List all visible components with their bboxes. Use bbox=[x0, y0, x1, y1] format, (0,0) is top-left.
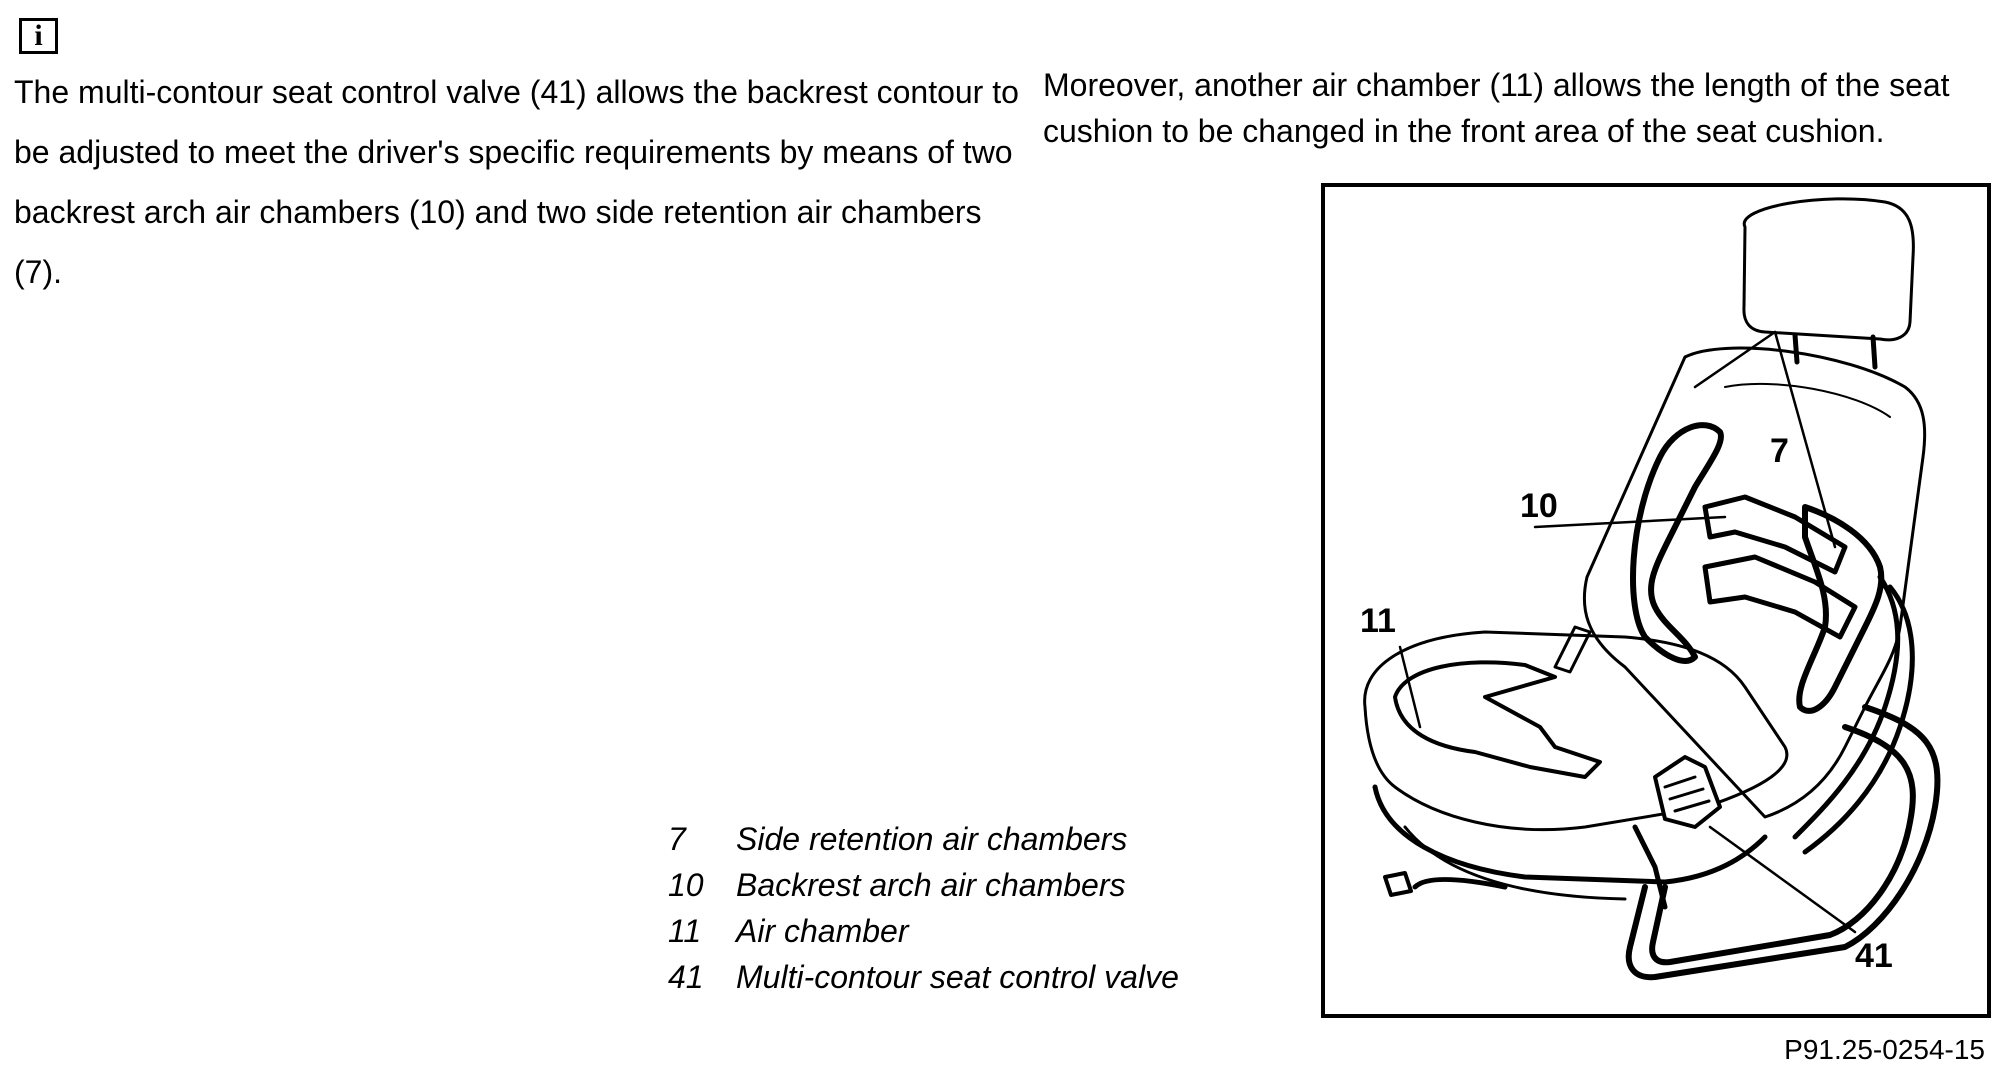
description-right: Moreover, another air chamber (11) allow… bbox=[1043, 67, 1950, 149]
leader-line-41 bbox=[1708, 825, 1857, 934]
backrest-outer bbox=[1582, 346, 1927, 819]
leader-line-7 bbox=[1693, 330, 1777, 389]
headrest bbox=[1742, 197, 1915, 342]
control-valve bbox=[1653, 755, 1722, 829]
callout-10: 10 bbox=[1520, 487, 1558, 525]
air-tube bbox=[1802, 584, 1915, 855]
legend-item: 11 Air chamber bbox=[668, 908, 1179, 954]
description-left: The multi-contour seat control valve (41… bbox=[14, 74, 1019, 290]
seat-cushion bbox=[1363, 630, 1789, 832]
legend-item: 7 Side retention air chambers bbox=[668, 816, 1179, 862]
legend-number: 10 bbox=[668, 867, 704, 903]
arch-chamber-upper bbox=[1702, 494, 1848, 575]
info-icon-glyph: i bbox=[34, 19, 43, 52]
legend-label: Backrest arch air chambers bbox=[736, 867, 1126, 903]
leader-line-11 bbox=[1398, 645, 1422, 729]
air-tube-loop bbox=[1649, 724, 1916, 966]
cushion-chamber bbox=[1393, 660, 1602, 779]
headrest-post bbox=[1792, 332, 1878, 370]
figure-code: P91.25-0254-15 bbox=[1784, 1034, 1985, 1065]
legend-number: 41 bbox=[668, 959, 704, 995]
legend-label: Side retention air chambers bbox=[736, 821, 1128, 857]
arch-chamber-lower bbox=[1702, 554, 1858, 640]
side-chamber-left bbox=[1630, 422, 1724, 664]
control-valve-detail bbox=[1663, 775, 1711, 813]
seat-frame bbox=[1372, 784, 1768, 885]
air-tube bbox=[1792, 574, 1901, 840]
leader-line-7 bbox=[1773, 330, 1837, 549]
info-icon: i bbox=[19, 18, 58, 54]
legend-label: Multi-contour seat control valve bbox=[736, 959, 1179, 995]
leader-line-10 bbox=[1533, 515, 1727, 529]
seat-illustration: 7 10 11 41 bbox=[1321, 183, 1991, 1018]
side-chamber-right bbox=[1796, 504, 1885, 714]
air-tube-loop bbox=[1625, 704, 1941, 981]
legend-number: 11 bbox=[668, 913, 702, 949]
legend: 7 Side retention air chambers 10 Backres… bbox=[668, 816, 1179, 1000]
seat-frame bbox=[1403, 825, 1627, 901]
legend-number: 7 bbox=[668, 821, 686, 857]
connector-plug bbox=[1383, 871, 1413, 897]
control-valve-mount bbox=[1632, 824, 1668, 910]
legend-label: Air chamber bbox=[736, 913, 909, 949]
callout-41: 41 bbox=[1855, 937, 1893, 975]
backrest-hinge bbox=[1553, 625, 1592, 674]
callout-7: 7 bbox=[1770, 432, 1789, 470]
legend-item: 10 Backrest arch air chambers bbox=[668, 862, 1179, 908]
backrest-inner-line bbox=[1724, 382, 1891, 418]
seat-drawing: 7 10 11 41 bbox=[1360, 197, 1941, 981]
legend-item: 41 Multi-contour seat control valve bbox=[668, 954, 1179, 1000]
callout-11: 11 bbox=[1360, 602, 1396, 640]
connector-cable bbox=[1412, 877, 1508, 890]
